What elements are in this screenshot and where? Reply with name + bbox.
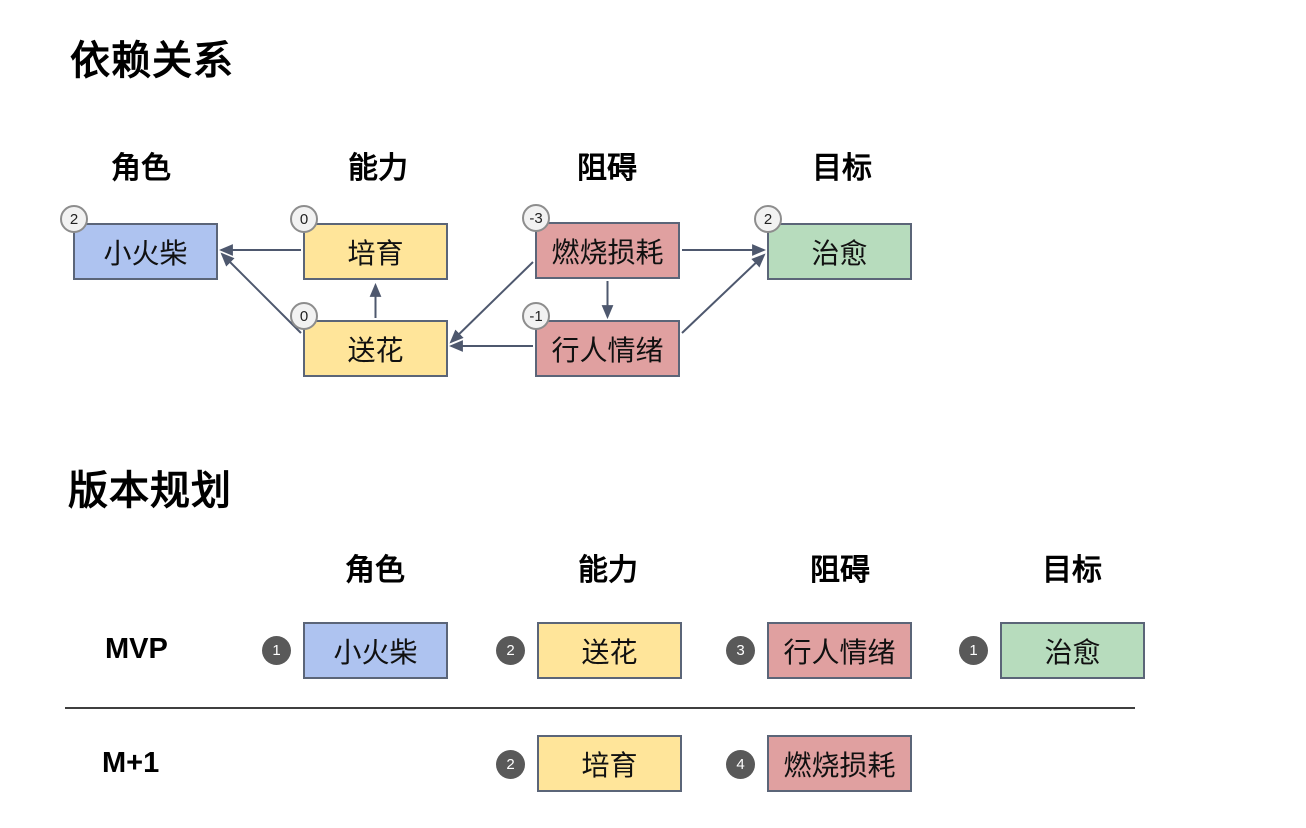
plan-node-label: 燃烧损耗: [783, 749, 896, 781]
order-badge-mvp-xiaohuochai[interactable]: 1: [262, 636, 291, 665]
edge-xingrenqingxu-to-zhiyu: [681, 253, 766, 334]
plan-node-label: 治愈: [1044, 636, 1101, 668]
plan-column-header-role: 角色: [345, 554, 405, 587]
plan-column-header-obstacle: 阻碍: [810, 554, 870, 587]
edge-songhua-to-xiaohuochai: [220, 252, 302, 334]
dep-column-header-obstacle: 阻碍: [577, 152, 637, 185]
dep-column-header-ability: 能力: [348, 152, 408, 185]
node-xingrenqingxu-label: 行人情绪: [551, 334, 664, 366]
plan-node-mvp-xingrenqingxu[interactable]: 行人情绪: [767, 622, 912, 679]
plan-node-label: 送花: [581, 636, 638, 668]
weight-badge-xingrenqingxu[interactable]: -1: [522, 302, 550, 330]
node-xiaohuochai[interactable]: 小火柴: [73, 223, 218, 280]
row-label-mvp: MVP: [105, 633, 168, 665]
plan-column-header-ability: 能力: [578, 554, 638, 587]
plan-node-label: 培育: [581, 749, 638, 781]
order-badge-mvp-songhua[interactable]: 2: [496, 636, 525, 665]
node-xingrenqingxu[interactable]: 行人情绪: [535, 320, 680, 377]
node-zhiyu-label: 治愈: [811, 237, 868, 269]
node-xiaohuochai-label: 小火柴: [103, 237, 188, 269]
weight-badge-ranshaosunhao[interactable]: -3: [522, 204, 550, 232]
weight-badge-peiyu[interactable]: 0: [290, 205, 318, 233]
edge-ranshaosunhao-to-songhua: [449, 261, 534, 344]
node-peiyu[interactable]: 培育: [303, 223, 448, 280]
node-zhiyu[interactable]: 治愈: [767, 223, 912, 280]
node-songhua[interactable]: 送花: [303, 320, 448, 377]
plan-node-m1-peiyu[interactable]: 培育: [537, 735, 682, 792]
row-divider: [65, 707, 1135, 709]
plan-node-mvp-zhiyu[interactable]: 治愈: [1000, 622, 1145, 679]
plan-node-m1-ranshaosunhao[interactable]: 燃烧损耗: [767, 735, 912, 792]
plan-column-header-goal: 目标: [1042, 554, 1102, 587]
plan-node-mvp-songhua[interactable]: 送花: [537, 622, 682, 679]
weight-badge-zhiyu[interactable]: 2: [754, 205, 782, 233]
dep-column-header-goal: 目标: [812, 152, 872, 185]
plan-node-label: 行人情绪: [783, 636, 896, 668]
weight-badge-songhua[interactable]: 0: [290, 302, 318, 330]
plan-node-label: 小火柴: [333, 636, 418, 668]
planning-section-title: 版本规划: [68, 469, 232, 513]
weight-badge-xiaohuochai[interactable]: 2: [60, 205, 88, 233]
node-ranshaosunhao[interactable]: 燃烧损耗: [535, 222, 680, 279]
row-label-m1: M+1: [102, 747, 160, 779]
order-badge-m1-peiyu[interactable]: 2: [496, 750, 525, 779]
node-ranshaosunhao-label: 燃烧损耗: [551, 236, 664, 268]
order-badge-mvp-xingrenqingxu[interactable]: 3: [726, 636, 755, 665]
node-songhua-label: 送花: [347, 334, 404, 366]
node-peiyu-label: 培育: [347, 237, 404, 269]
dependency-section-title: 依赖关系: [70, 39, 234, 83]
dep-column-header-role: 角色: [111, 152, 171, 185]
order-badge-mvp-zhiyu[interactable]: 1: [959, 636, 988, 665]
order-badge-m1-ranshaosunhao[interactable]: 4: [726, 750, 755, 779]
plan-node-mvp-xiaohuochai[interactable]: 小火柴: [303, 622, 448, 679]
